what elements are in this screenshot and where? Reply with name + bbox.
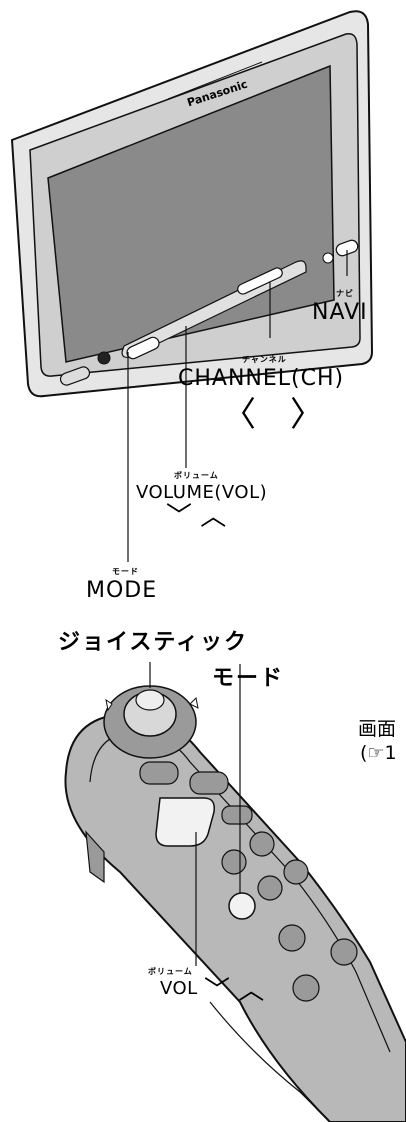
power-knob-icon [97,351,111,365]
channel-label: CHANNEL(CH) [178,366,345,391]
volume-arrows-icon: ﹀ ︿ [166,502,227,532]
screen-ref-line1: 画面 [358,718,397,740]
remote-mode-label: モード [212,666,285,691]
channel-arrows-icon: 〈 〉 [222,395,324,435]
remote-volume-label: VOL [160,978,198,999]
channel-ruby: チャンネル [242,355,287,364]
mode-button-graphic [228,892,256,920]
head-unit-illustration [10,10,374,562]
volume-ruby: ボリューム [174,471,219,480]
screen-ref-line2: (☞1 [360,742,397,764]
remote-illustration [64,662,406,1122]
mode-label: MODE [86,578,158,603]
mode-ruby: モード [112,567,139,576]
joystick-label: ジョイスティック [58,630,249,655]
navi-ruby: ナビ [336,289,354,298]
navi-label: NAVI [312,300,368,325]
navi-button-graphic [335,239,359,257]
remote-volume-arrows-icon: ﹀ ︿ [204,976,265,1006]
volume-label: VOLUME(VOL) [136,482,268,503]
remote-volume-ruby: ボリューム [148,967,193,976]
